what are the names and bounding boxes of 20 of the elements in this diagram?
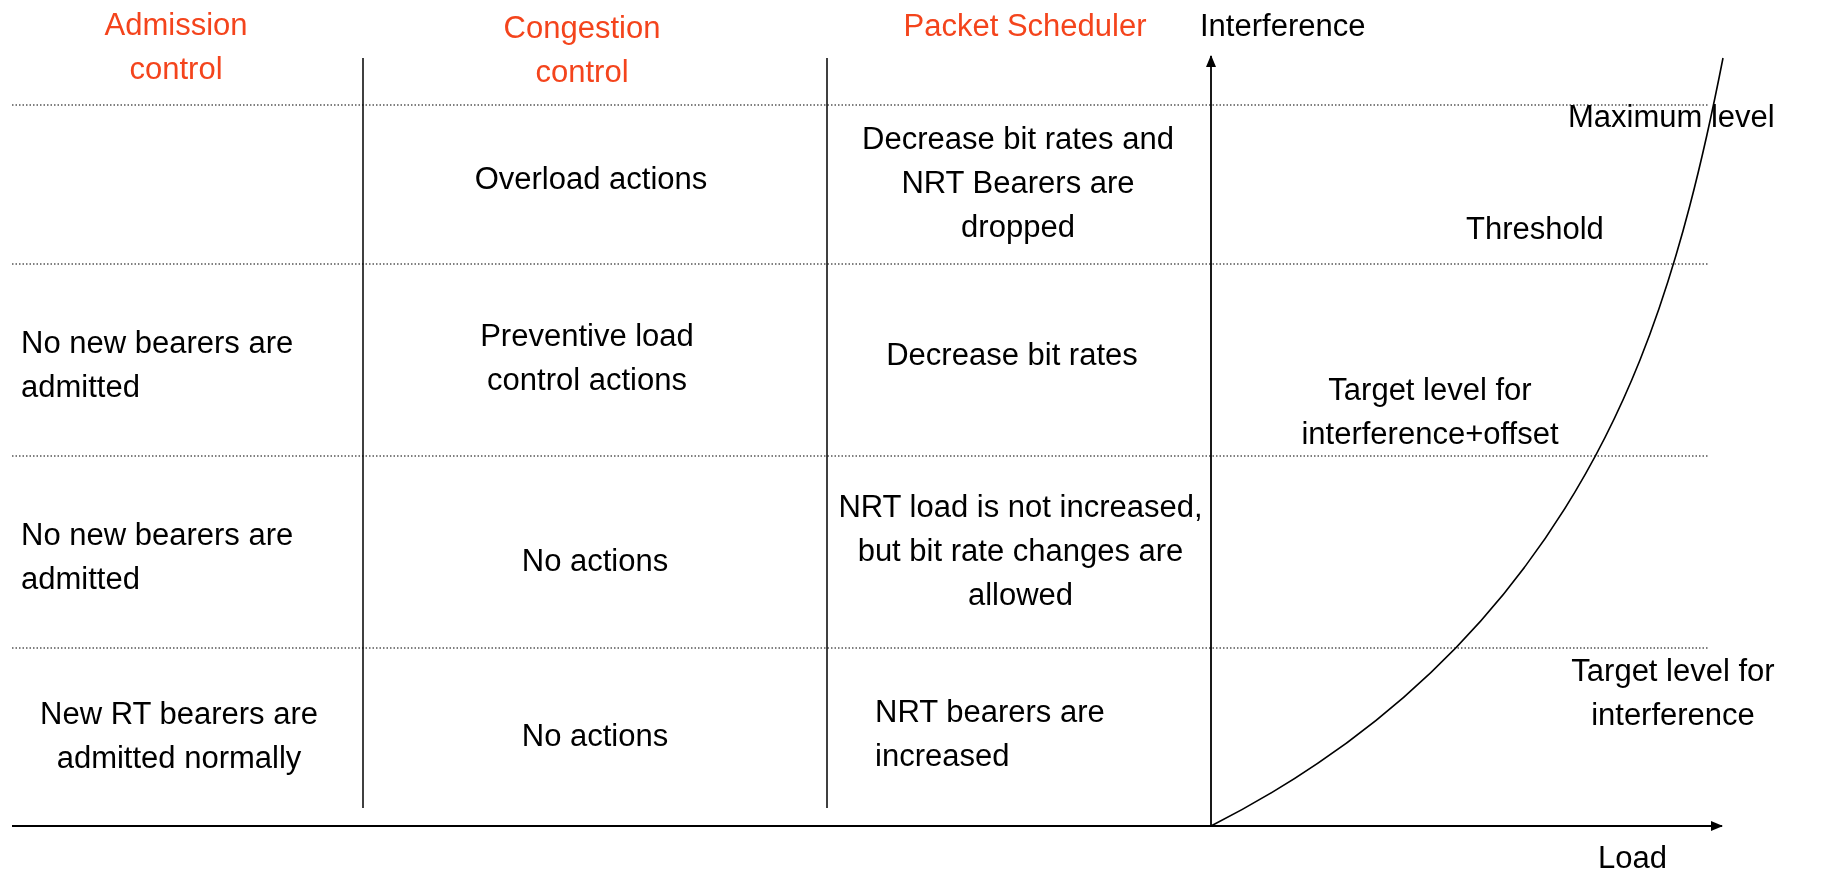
action-text: Overload actions bbox=[473, 160, 709, 198]
column-heading: Congestion control bbox=[502, 9, 662, 91]
action-text: No new bearers are admitted bbox=[21, 324, 295, 406]
axis-title: Interference bbox=[1200, 7, 1366, 45]
level-label: Target level for interference bbox=[1570, 652, 1776, 734]
column-heading: Admission control bbox=[103, 6, 249, 88]
column-heading: Packet Scheduler bbox=[902, 7, 1148, 45]
action-text: Decrease bit rates bbox=[885, 336, 1139, 374]
action-text: NRT bearers are increased bbox=[875, 693, 1106, 775]
action-text: No actions bbox=[520, 542, 670, 580]
action-text: No actions bbox=[520, 717, 670, 755]
action-text: NRT load is not increased, but bit rate changes are allowed bbox=[837, 488, 1204, 614]
axis-title: Load bbox=[1598, 839, 1667, 875]
level-label: Target level for interference+offset bbox=[1300, 371, 1560, 453]
action-text: New RT bearers are admitted normally bbox=[39, 695, 319, 777]
action-text: Preventive load control actions bbox=[479, 317, 695, 399]
action-text: Decrease bit rates and NRT Bearers are dropped bbox=[861, 120, 1175, 246]
level-label: Threshold bbox=[1466, 210, 1604, 248]
action-text: No new bearers are admitted bbox=[21, 516, 295, 598]
level-label: Maximum level bbox=[1568, 98, 1775, 136]
